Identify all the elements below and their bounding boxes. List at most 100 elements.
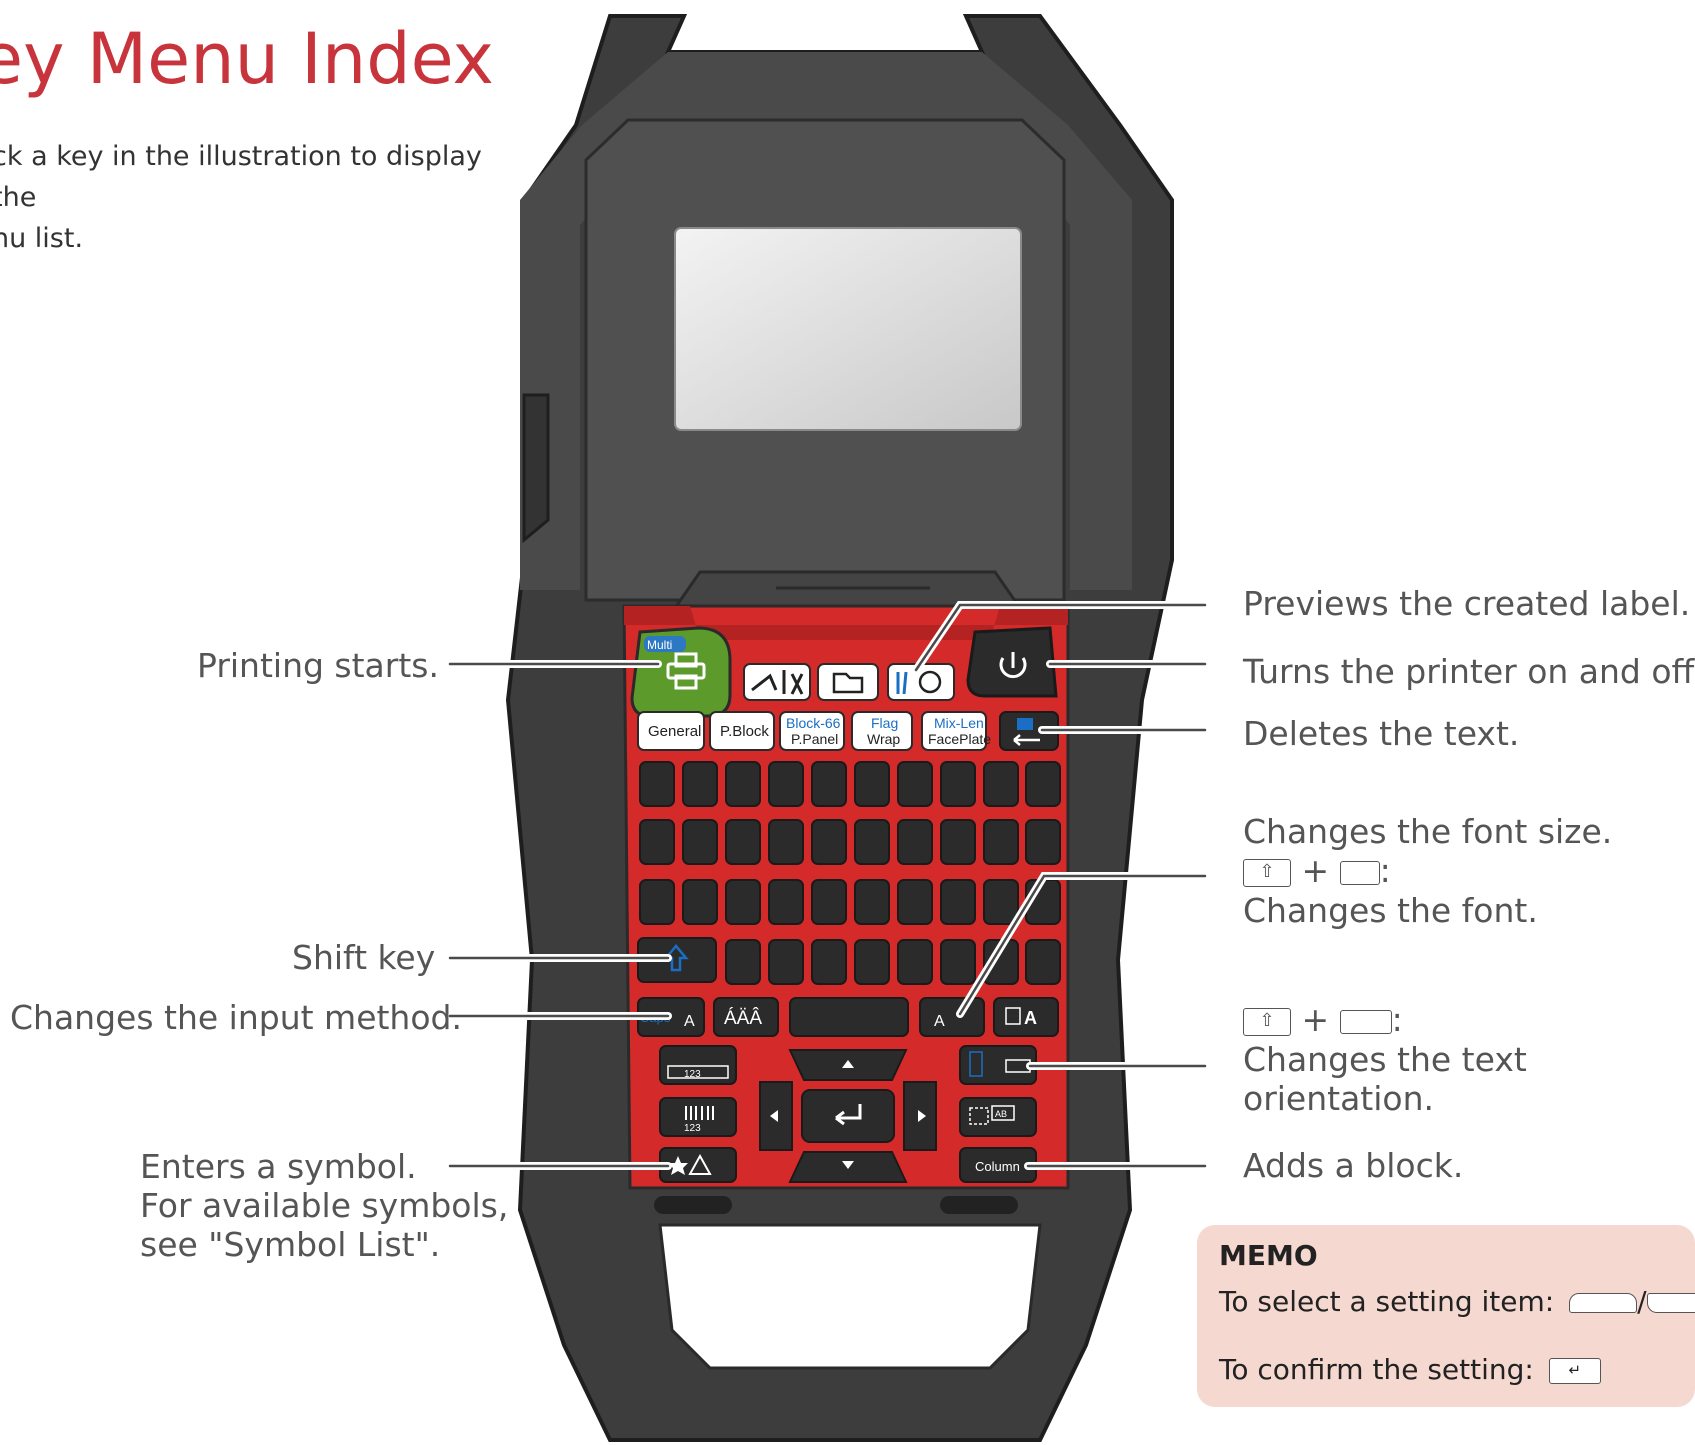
serial-key[interactable] [659, 1045, 737, 1085]
barcode-key-label: 123 [684, 1123, 701, 1134]
character-key[interactable] [897, 819, 933, 865]
character-key[interactable] [854, 879, 890, 925]
power-icon [999, 652, 1027, 679]
orientation-callout: ⇧ + : Changes the text orientation. [1243, 1000, 1527, 1118]
font-size-keycap-icon [1339, 860, 1380, 885]
font-plus: + [1301, 851, 1330, 890]
barcode-key[interactable] [659, 1097, 737, 1137]
intro-line-2: nu list. [0, 223, 84, 254]
general-key[interactable] [637, 711, 705, 751]
right-arrow-icon [918, 1110, 926, 1122]
mixlen-key[interactable] [921, 711, 987, 751]
intro-text: ck a key in the illustration to display … [0, 136, 492, 259]
pblock-key[interactable] [709, 711, 775, 751]
character-key[interactable] [1025, 819, 1061, 865]
memo-select-line: To select a setting item: / [1219, 1285, 1695, 1318]
character-key[interactable] [854, 819, 890, 865]
symbol-star-icon [668, 1156, 688, 1175]
character-key[interactable] [940, 879, 976, 925]
character-key[interactable] [854, 939, 890, 985]
flag-key-label-1: Flag [871, 715, 898, 731]
character-key[interactable] [682, 819, 718, 865]
character-key[interactable] [639, 819, 675, 865]
character-key-grid [639, 761, 1061, 985]
page-title: ey Menu Index [0, 18, 494, 100]
character-key[interactable] [811, 879, 847, 925]
orientation-keycap-icon [1339, 1009, 1392, 1034]
file-key[interactable] [817, 663, 879, 701]
clear-icon [1017, 718, 1033, 730]
block66-key-label-2: P.Panel [791, 731, 838, 747]
character-key[interactable] [1025, 939, 1061, 985]
font-change-text: Changes the font. [1243, 891, 1538, 930]
character-key[interactable] [639, 761, 675, 807]
delete-callout: Deletes the text. [1243, 714, 1520, 753]
memo-up-keycap-icon [1569, 1293, 1638, 1313]
character-key[interactable] [940, 819, 976, 865]
shift-callout: Shift key [292, 938, 436, 977]
block-length-key[interactable] [959, 1097, 1037, 1137]
accent-key[interactable] [713, 997, 779, 1037]
block66-key[interactable] [779, 711, 845, 751]
symbol-callout-line-1: Enters a symbol. [140, 1147, 417, 1186]
character-key[interactable] [897, 879, 933, 925]
memo-confirm-line: To confirm the setting: ↵ [1219, 1353, 1601, 1386]
character-key[interactable] [811, 819, 847, 865]
intro-line-1: ck a key in the illustration to display … [0, 141, 482, 213]
memo-select-label: To select a setting item: [1219, 1285, 1555, 1318]
character-key[interactable] [811, 939, 847, 985]
enter-key[interactable] [801, 1089, 895, 1143]
symbol-callout: Enters a symbol. For available symbols, … [140, 1147, 508, 1264]
backspace-icon [1013, 734, 1040, 746]
symbol-callout-line-3: see "Symbol List". [140, 1225, 441, 1264]
shift-keycap-icon: ⇧ [1243, 858, 1291, 887]
character-key[interactable] [682, 761, 718, 807]
accent-key-label: ÁÄÂ [724, 1007, 762, 1029]
character-key[interactable] [725, 879, 761, 925]
add-block-callout: Adds a block. [1243, 1146, 1464, 1185]
shift-keycap-icon-2: ⇧ [1243, 1007, 1291, 1036]
leader-lines [446, 601, 1209, 1170]
character-key[interactable] [983, 819, 1019, 865]
character-key[interactable] [811, 761, 847, 807]
memo-confirm-label: To confirm the setting: [1219, 1353, 1534, 1386]
serial-key-label: 123 [684, 1069, 701, 1080]
font-size-key-label: A [934, 1013, 945, 1030]
feed-cut-key[interactable] [743, 663, 811, 701]
label-type-row: General P.Block Block-66 P.Panel Flag Wr… [637, 711, 1059, 751]
character-key[interactable] [768, 879, 804, 925]
orientation-shortcut-row: ⇧ + : [1243, 1000, 1527, 1040]
pblock-key-label: P.Block [720, 723, 769, 740]
character-key[interactable] [725, 819, 761, 865]
character-key[interactable] [725, 939, 761, 985]
character-key[interactable] [768, 819, 804, 865]
character-key[interactable] [897, 939, 933, 985]
character-key[interactable] [682, 879, 718, 925]
caps-a-label: A [684, 1013, 695, 1030]
feed-cut-icon [751, 670, 804, 695]
character-key[interactable] [639, 879, 675, 925]
character-key[interactable] [768, 939, 804, 985]
orientation-plus: + [1301, 1000, 1330, 1039]
character-key[interactable] [983, 879, 1019, 925]
memo-title: MEMO [1219, 1239, 1318, 1272]
up-arrow-icon [842, 1060, 854, 1068]
flag-key[interactable] [851, 711, 913, 751]
space-key[interactable] [789, 997, 909, 1037]
character-key[interactable] [940, 761, 976, 807]
character-key[interactable] [854, 761, 890, 807]
character-key[interactable] [983, 761, 1019, 807]
font-style-key-label: A [1024, 1008, 1037, 1028]
mixlen-key-label-2: FacePlate [928, 731, 991, 747]
character-key[interactable] [897, 761, 933, 807]
character-key[interactable] [940, 939, 976, 985]
character-key[interactable] [1025, 761, 1061, 807]
input-method-callout: Changes the input method. [10, 998, 462, 1037]
orientation-text-1: Changes the text [1243, 1040, 1527, 1079]
settings-icon [896, 671, 908, 695]
character-key[interactable] [725, 761, 761, 807]
flag-key-label-2: Wrap [867, 731, 900, 747]
character-key[interactable] [768, 761, 804, 807]
font-size-key[interactable] [919, 997, 985, 1037]
